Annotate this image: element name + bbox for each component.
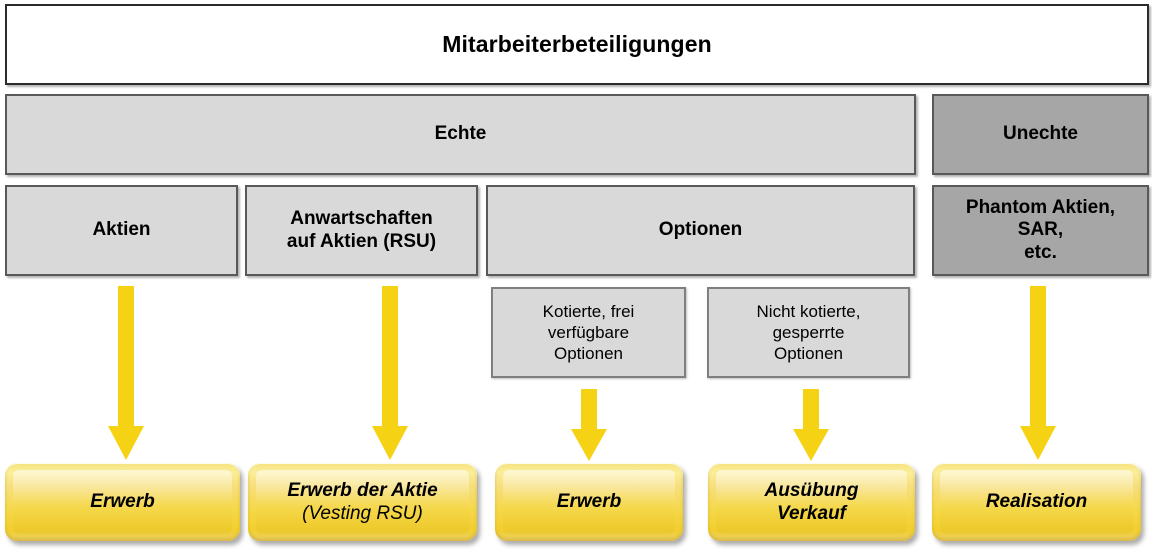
outcome-erwerb-aktien-line1: Erwerb: [90, 491, 155, 513]
arrow-down-nicht-kotierte-optionen: [793, 389, 829, 461]
outcome-ausuebung-verkauf-line2: Verkauf: [777, 503, 846, 524]
option-subtype-nicht-kotierte-line3: Optionen: [774, 344, 843, 364]
category-box-unechte: Unechte: [932, 94, 1149, 175]
outcome-realisation-line1: Realisation: [985, 491, 1088, 513]
instrument-label-aktien: Aktien: [92, 219, 151, 241]
outcome-label-erwerb-optionen: Erwerb: [547, 490, 631, 513]
instrument-box-rsu: Anwartschaften auf Aktien (RSU): [245, 185, 478, 276]
arrow-down-rsu: [372, 286, 408, 460]
outcome-label-realisation: Realisation: [976, 490, 1097, 513]
outcome-erwerb-der-aktie-line1: Erwerb der Aktie: [287, 479, 438, 501]
outcome-erwerb-optionen-line1: Erwerb: [556, 491, 622, 513]
option-subtype-kotierte-line2: verfügbare: [547, 322, 630, 342]
arrow-down-kotierte-optionen: [571, 389, 607, 461]
category-box-echte: Echte: [5, 94, 916, 175]
outcome-box-ausuebung-verkauf: Ausübung Verkauf: [708, 463, 915, 541]
option-subtype-label-nicht-kotierte: Nicht kotierte, gesperrte Optionen: [757, 301, 861, 365]
instrument-label-phantom-line3: etc.: [1024, 241, 1057, 263]
arrow-down-phantom: [1020, 286, 1056, 460]
outcome-box-erwerb-optionen: Erwerb: [495, 463, 683, 541]
option-subtype-label-kotierte: Kotierte, frei verfügbare Optionen: [543, 301, 635, 365]
outcome-box-erwerb-aktien: Erwerb: [5, 463, 240, 541]
instrument-label-rsu: Anwartschaften auf Aktien (RSU): [287, 208, 436, 253]
instrument-box-aktien: Aktien: [5, 185, 238, 276]
option-subtype-nicht-kotierte-line1: Nicht kotierte,: [756, 301, 861, 321]
option-subtype-kotierte-line1: Kotierte, frei: [542, 301, 635, 321]
option-subtype-box-nicht-kotierte: Nicht kotierte, gesperrte Optionen: [707, 287, 910, 378]
title-label: Mitarbeiterbeteiligungen: [442, 30, 712, 57]
outcome-box-erwerb-der-aktie: Erwerb der Aktie (Vesting RSU): [248, 463, 477, 541]
option-subtype-nicht-kotierte-line2: gesperrte: [772, 322, 845, 342]
instrument-label-rsu-line2: auf Aktien (RSU): [286, 230, 437, 252]
instrument-label-phantom: Phantom Aktien, SAR, etc.: [966, 197, 1115, 264]
instrument-label-optionen: Optionen: [658, 219, 743, 241]
outcome-label-ausuebung-verkauf: Ausübung Verkauf: [755, 479, 869, 525]
outcome-box-realisation: Realisation: [932, 463, 1141, 541]
option-subtype-kotierte-line3: Optionen: [554, 344, 623, 364]
outcome-label-erwerb-aktien: Erwerb: [80, 490, 164, 513]
instrument-label-phantom-line2: SAR,: [1017, 219, 1064, 241]
category-label-echte: Echte: [434, 123, 487, 145]
arrow-down-aktien: [108, 286, 144, 460]
outcome-erwerb-der-aktie-line2: (Vesting RSU): [302, 503, 423, 524]
title-box: Mitarbeiterbeteiligungen: [5, 4, 1149, 85]
outcome-ausuebung-verkauf-line1: Ausübung: [764, 479, 859, 501]
instrument-box-phantom: Phantom Aktien, SAR, etc.: [932, 185, 1149, 276]
instrument-label-rsu-line1: Anwartschaften: [290, 208, 433, 230]
outcome-label-erwerb-der-aktie: Erwerb der Aktie (Vesting RSU): [277, 479, 447, 525]
category-label-unechte: Unechte: [1003, 123, 1078, 145]
instrument-box-optionen: Optionen: [486, 185, 915, 276]
instrument-label-phantom-line1: Phantom Aktien,: [965, 196, 1116, 218]
option-subtype-box-kotierte: Kotierte, frei verfügbare Optionen: [491, 287, 686, 378]
